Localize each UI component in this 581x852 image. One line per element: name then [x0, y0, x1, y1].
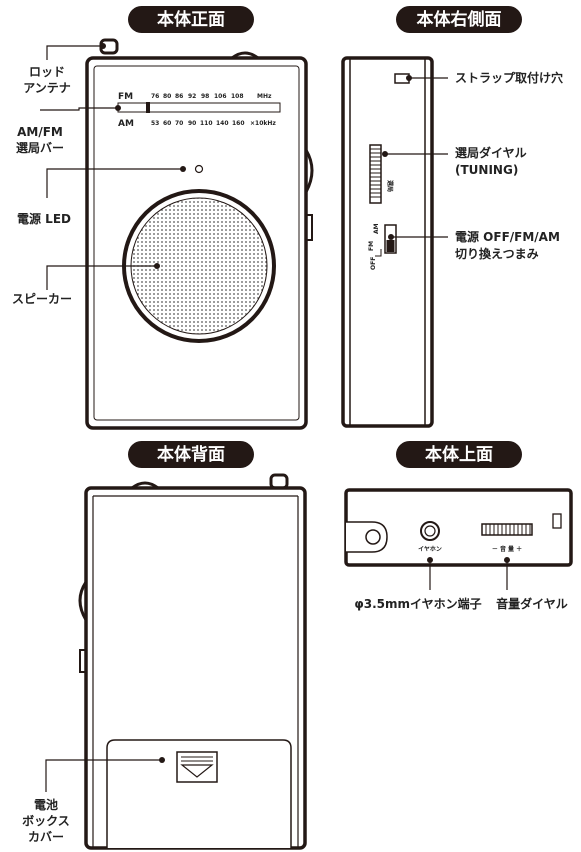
svg-text:60: 60	[163, 120, 171, 127]
power-switch-label-2: 切り換えつまみ	[455, 246, 539, 261]
back-antenna-tip	[269, 473, 289, 490]
svg-text:MHz: MHz	[257, 93, 272, 100]
title-back: 本体背面	[128, 441, 254, 468]
tuning-bar-label-1: AM/FM	[17, 125, 63, 139]
top-view: イヤホン － 音 量 ＋	[344, 488, 573, 567]
svg-text:86: 86	[175, 93, 183, 100]
svg-text:110: 110	[200, 120, 213, 127]
battery-label-2: ボックス	[22, 813, 70, 828]
earphone-marking: イヤホン	[418, 546, 442, 553]
svg-text:OFF: OFF	[370, 257, 377, 270]
svg-text:80: 80	[163, 93, 171, 100]
volume-dial-top: － 音 量 ＋	[481, 523, 533, 553]
front-view: FM AM 76 80 86 92 98 106 108 MHz 53 60 7…	[85, 38, 314, 430]
svg-text:AM: AM	[373, 223, 380, 234]
speaker-label: スピーカー	[12, 292, 72, 306]
volume-marking: － 音 量 ＋	[492, 545, 522, 553]
front-callouts	[40, 45, 183, 290]
antenna-label-2: アンテナ	[23, 81, 71, 95]
tuning-dial-label-1: 選局ダイヤル	[455, 145, 527, 160]
right-side-view: 選局 OFF FM AM	[341, 56, 434, 428]
am-band-label: AM	[118, 119, 134, 129]
fm-band-label: FM	[118, 92, 133, 102]
svg-text:本体正面: 本体正面	[157, 9, 225, 30]
tuning-bar-label-2: 選局バー	[16, 141, 64, 155]
svg-text:98: 98	[201, 93, 209, 100]
fm-scale: 76 80 86 92 98 106 108 MHz	[151, 93, 272, 100]
volume-dial-label: 音量ダイヤル	[496, 596, 568, 611]
svg-text:106: 106	[214, 93, 227, 100]
svg-text:92: 92	[188, 93, 196, 100]
power-led-label: 電源 LED	[17, 211, 71, 226]
top-strap-hole	[552, 513, 562, 529]
svg-text:本体背面: 本体背面	[157, 444, 225, 465]
svg-text:108: 108	[231, 93, 244, 100]
svg-text:160: 160	[232, 120, 245, 127]
svg-text:FM: FM	[368, 241, 375, 251]
tuning-bar	[117, 102, 281, 113]
earphone-jack-label: φ3.5mmイヤホン端子	[354, 596, 481, 611]
svg-text:選局: 選局	[386, 180, 394, 192]
tuning-dial-label-2: (TUNING)	[455, 163, 518, 177]
power-switch-label-1: 電源 OFF/FM/AM	[455, 229, 560, 244]
svg-text:90: 90	[188, 120, 196, 127]
svg-text:70: 70	[175, 120, 183, 127]
power-led	[194, 164, 204, 174]
title-front: 本体正面	[128, 6, 254, 33]
title-right: 本体右側面	[396, 6, 522, 33]
svg-text:本体上面: 本体上面	[425, 444, 493, 465]
battery-cover	[106, 739, 292, 848]
strap-hole-label: ストラップ取付け穴	[455, 70, 563, 85]
svg-text:140: 140	[216, 120, 229, 127]
front-inner-frame	[93, 65, 300, 421]
tuning-dial-side: 選局	[369, 144, 394, 204]
title-top: 本体上面	[396, 441, 522, 468]
svg-text:本体右側面: 本体右側面	[417, 9, 502, 30]
tuning-pointer	[146, 102, 150, 113]
battery-cover-latch	[176, 751, 218, 783]
svg-text:53: 53	[151, 120, 159, 127]
svg-text:×10kHz: ×10kHz	[250, 120, 276, 127]
am-scale: 53 60 70 90 110 140 160 ×10kHz	[151, 120, 276, 127]
svg-text:76: 76	[151, 93, 159, 100]
antenna-label-1: ロッド	[29, 65, 65, 79]
back-view	[78, 473, 307, 850]
battery-label-3: カバー	[28, 830, 64, 844]
battery-label-1: 電池	[34, 797, 58, 812]
